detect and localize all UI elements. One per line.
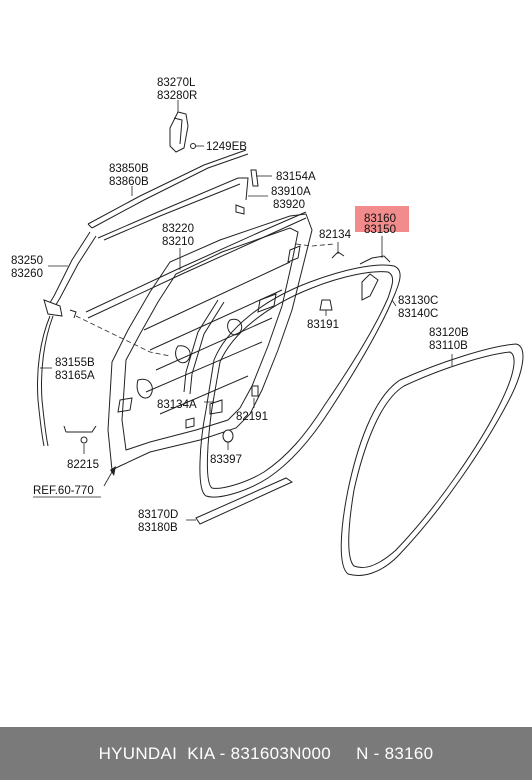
frame-moulding-83850B bbox=[87, 149, 249, 229]
screw-82215 bbox=[63, 425, 97, 444]
label-83160: 83160 bbox=[364, 213, 396, 225]
clip-82191 bbox=[251, 385, 259, 397]
label-82215: 82215 bbox=[67, 459, 99, 471]
label-83140C: 83140C bbox=[398, 308, 438, 320]
label-83170D: 83170D bbox=[138, 509, 178, 521]
highlight-box bbox=[355, 206, 409, 232]
plug-83397 bbox=[222, 429, 234, 443]
belt-83220 bbox=[85, 211, 307, 319]
bracket-83270L bbox=[169, 111, 196, 153]
label-83250: 83250 bbox=[11, 255, 43, 267]
label-83260: 83260 bbox=[11, 268, 43, 280]
label-83154A: 83154A bbox=[276, 171, 316, 183]
label-83220: 83220 bbox=[162, 223, 194, 235]
label-83150: 83150 bbox=[364, 224, 396, 236]
channel-83134A bbox=[183, 299, 219, 393]
label-1249EB: 1249EB bbox=[206, 141, 247, 153]
seal-83160 bbox=[359, 255, 391, 265]
strip-83910A bbox=[97, 177, 249, 241]
label-83134A: 83134A bbox=[157, 399, 197, 411]
pillar-83250 bbox=[43, 231, 97, 319]
label-82191: 82191 bbox=[236, 411, 268, 423]
label-83210: 83210 bbox=[162, 236, 194, 248]
label-83397: 83397 bbox=[210, 454, 242, 466]
strip-83155B bbox=[37, 315, 51, 447]
clip-83191 bbox=[319, 299, 333, 311]
label-83850B: 83850B bbox=[109, 163, 149, 175]
label-83130C: 83130C bbox=[398, 295, 438, 307]
label-ref-60-770: REF.60-770 bbox=[33, 485, 94, 497]
label-83180B: 83180B bbox=[138, 522, 178, 534]
moulding-83170D bbox=[195, 477, 294, 525]
label-83910A: 83910A bbox=[271, 186, 311, 198]
label-83155B: 83155B bbox=[55, 357, 95, 369]
piece-83154A bbox=[250, 169, 259, 187]
label-83110B: 83110B bbox=[429, 340, 468, 352]
footer-text: HYUNDAI KIA - 831603N000 N - 83160 bbox=[98, 743, 434, 763]
label-83165A: 83165A bbox=[55, 370, 95, 382]
parts-diagram: 83270L 83280R 1249EB 83850B 83860B 83154… bbox=[11, 77, 524, 576]
seal-83120B bbox=[340, 343, 524, 576]
door-panel bbox=[107, 213, 313, 471]
label-83270L: 83270L bbox=[157, 77, 196, 89]
label-83120B: 83120B bbox=[429, 327, 469, 339]
label-83280R: 83280R bbox=[157, 90, 197, 102]
seal-83130C bbox=[199, 264, 401, 498]
label-82134: 82134 bbox=[319, 229, 352, 241]
footer-bar: HYUNDAI KIA - 831603N000 N - 83160 bbox=[0, 727, 532, 780]
label-83920: 83920 bbox=[273, 199, 305, 211]
label-83860B: 83860B bbox=[109, 176, 149, 188]
label-83191: 83191 bbox=[307, 319, 339, 331]
